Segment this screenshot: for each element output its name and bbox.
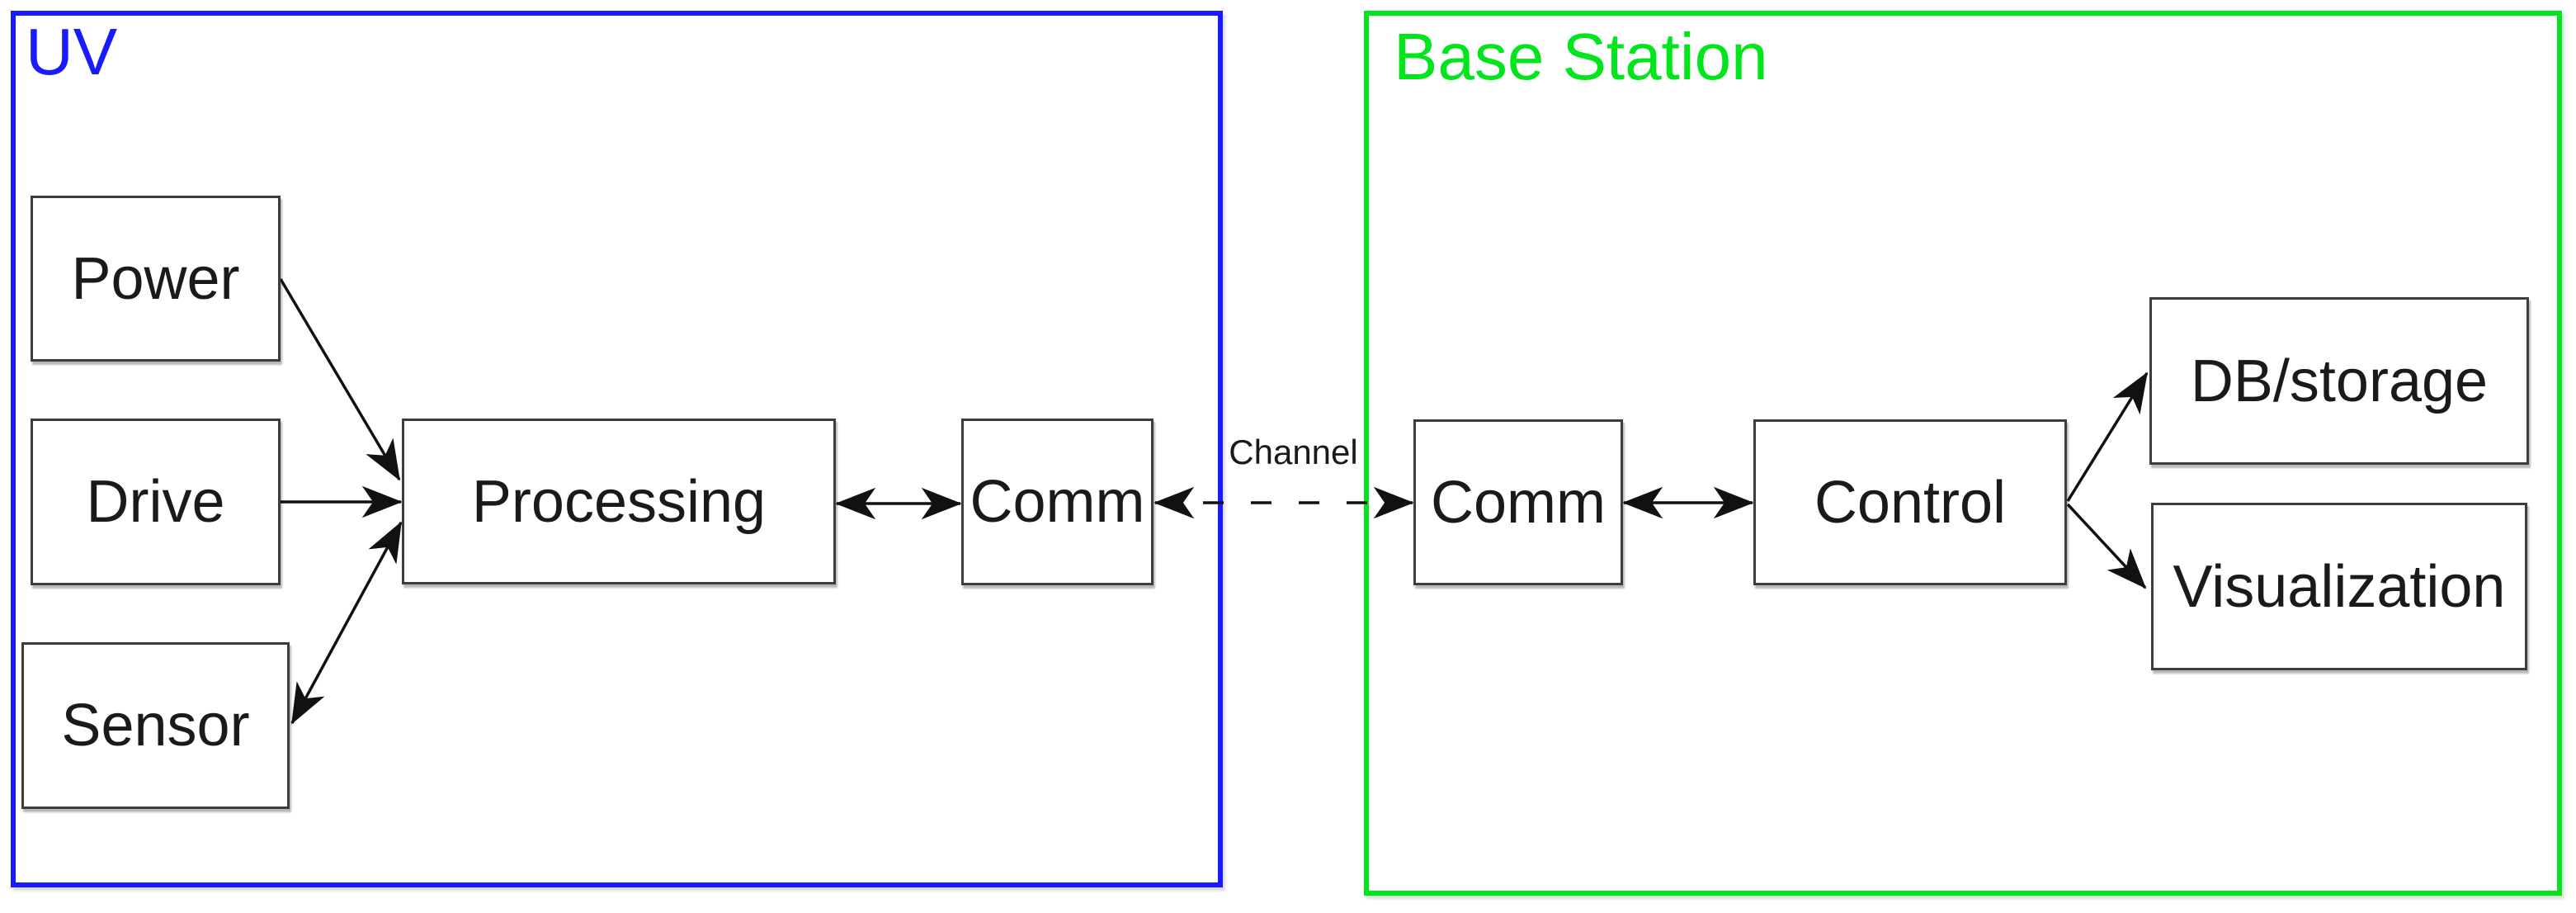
node-drive-label: Drive bbox=[86, 469, 225, 535]
edge-control-db-storage bbox=[2066, 371, 2149, 502]
node-comm-uv-label: Comm bbox=[970, 469, 1145, 535]
node-power: Power bbox=[31, 196, 281, 362]
edge-power-processing bbox=[279, 278, 401, 481]
node-db-storage-label: DB/storage bbox=[2190, 348, 2489, 414]
node-drive: Drive bbox=[31, 419, 281, 585]
node-power-label: Power bbox=[71, 245, 240, 312]
channel-edge-label: Channel bbox=[1229, 433, 1358, 471]
node-processing-label: Processing bbox=[471, 468, 767, 535]
uv-group-box: UV bbox=[11, 11, 1223, 887]
node-control: Control bbox=[1753, 419, 2067, 585]
node-db-storage: DB/storage bbox=[2149, 297, 2529, 465]
edge-control-visualization bbox=[2066, 503, 2147, 589]
node-processing: Processing bbox=[402, 419, 836, 584]
node-visualization: Visualization bbox=[2151, 503, 2527, 670]
node-comm-uv: Comm bbox=[961, 419, 1154, 585]
node-sensor-label: Sensor bbox=[61, 693, 250, 759]
base-station-group-box: Base Station bbox=[1364, 11, 2562, 896]
node-comm-base-label: Comm bbox=[1431, 469, 1606, 536]
node-sensor: Sensor bbox=[21, 642, 290, 809]
node-comm-base: Comm bbox=[1413, 419, 1623, 585]
node-visualization-label: Visualization bbox=[2173, 553, 2506, 620]
base-station-group-label: Base Station bbox=[1394, 20, 1768, 93]
uv-group-label: UV bbox=[26, 15, 118, 88]
edge-sensor-processing bbox=[290, 521, 403, 725]
node-control-label: Control bbox=[1814, 469, 2007, 536]
